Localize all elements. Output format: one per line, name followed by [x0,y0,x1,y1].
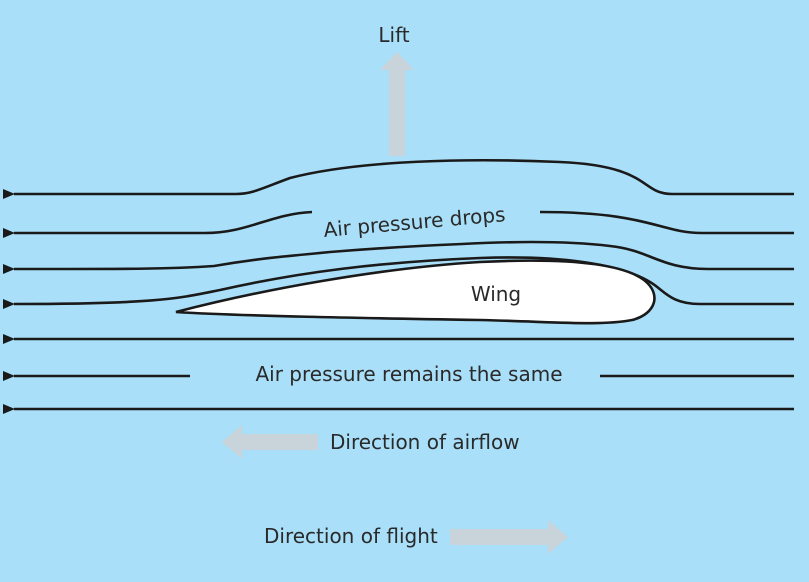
lift-label: Lift [378,23,409,47]
airflow-label: Direction of airflow [330,430,520,454]
streamline-4 [2,256,794,310]
streamline-1 [2,158,794,199]
airflow-arrow [222,425,318,459]
streamline-2-right [539,210,794,235]
flight-label: Direction of flight [264,524,438,548]
upper-pressure-label: Air pressure drops [322,202,506,242]
lift-arrow [380,52,414,156]
streamline-3-right [2,240,794,275]
wing-label: Wing [471,282,521,306]
lower-pressure-label: Air pressure remains the same [255,362,562,386]
streamline-2-left [2,210,313,238]
wing-airfoil [175,259,656,325]
flight-arrow [450,520,568,554]
